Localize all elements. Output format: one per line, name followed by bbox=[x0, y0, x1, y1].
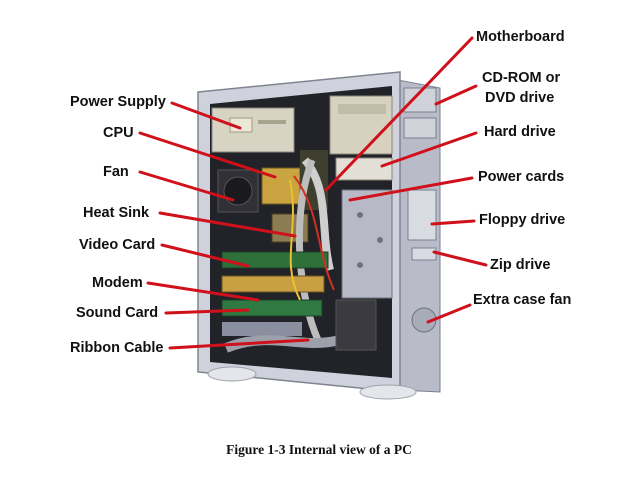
label-video-card: Video Card bbox=[79, 237, 156, 253]
label-power-supply: Power Supply bbox=[70, 94, 166, 110]
label-cdrom-line2: DVD drive bbox=[485, 90, 555, 106]
case-foot-right bbox=[359, 384, 417, 400]
pointer-sound-card bbox=[164, 308, 250, 315]
label-extra-case-fan: Extra case fan bbox=[473, 292, 572, 308]
pointer-ribbon-cable bbox=[168, 338, 310, 350]
pointer-cdrom bbox=[434, 84, 478, 106]
pointer-zip-drive bbox=[432, 250, 488, 267]
pointer-cpu bbox=[138, 131, 277, 179]
drive-bays bbox=[329, 95, 393, 299]
label-motherboard: Motherboard bbox=[476, 29, 565, 45]
label-cdrom-line1: CD-ROM or bbox=[482, 70, 561, 86]
pointer-modem bbox=[146, 281, 260, 302]
figure-caption: Figure 1-3 Internal view of a PC bbox=[226, 442, 412, 457]
pointer-video-card bbox=[160, 243, 250, 268]
power-supply-unit bbox=[211, 107, 295, 153]
label-cpu: CPU bbox=[103, 125, 134, 141]
pointer-lines-left bbox=[138, 101, 310, 350]
label-sound-card: Sound Card bbox=[76, 305, 159, 321]
motherboard-components bbox=[217, 150, 377, 353]
pointer-lines-right bbox=[324, 36, 488, 324]
label-fan: Fan bbox=[103, 164, 129, 180]
label-modem: Modem bbox=[92, 275, 143, 291]
pointer-floppy-drive bbox=[430, 219, 476, 226]
pointer-extra-case-fan bbox=[426, 303, 472, 324]
label-floppy-drive: Floppy drive bbox=[479, 212, 566, 228]
pointer-power-supply bbox=[170, 101, 242, 130]
front-bays bbox=[403, 87, 437, 333]
label-hard-drive: Hard drive bbox=[484, 124, 556, 140]
pointer-motherboard bbox=[324, 36, 474, 192]
case-foot-left bbox=[207, 366, 257, 382]
label-heat-sink: Heat Sink bbox=[83, 205, 150, 221]
label-zip-drive: Zip drive bbox=[490, 257, 551, 273]
pointer-power-cards bbox=[348, 176, 474, 202]
pointer-heat-sink bbox=[158, 211, 297, 238]
label-ribbon-cable: Ribbon Cable bbox=[70, 340, 164, 356]
pointer-hard-drive bbox=[380, 131, 478, 168]
pointer-fan bbox=[138, 170, 235, 202]
label-power-cards: Power cards bbox=[478, 169, 565, 185]
